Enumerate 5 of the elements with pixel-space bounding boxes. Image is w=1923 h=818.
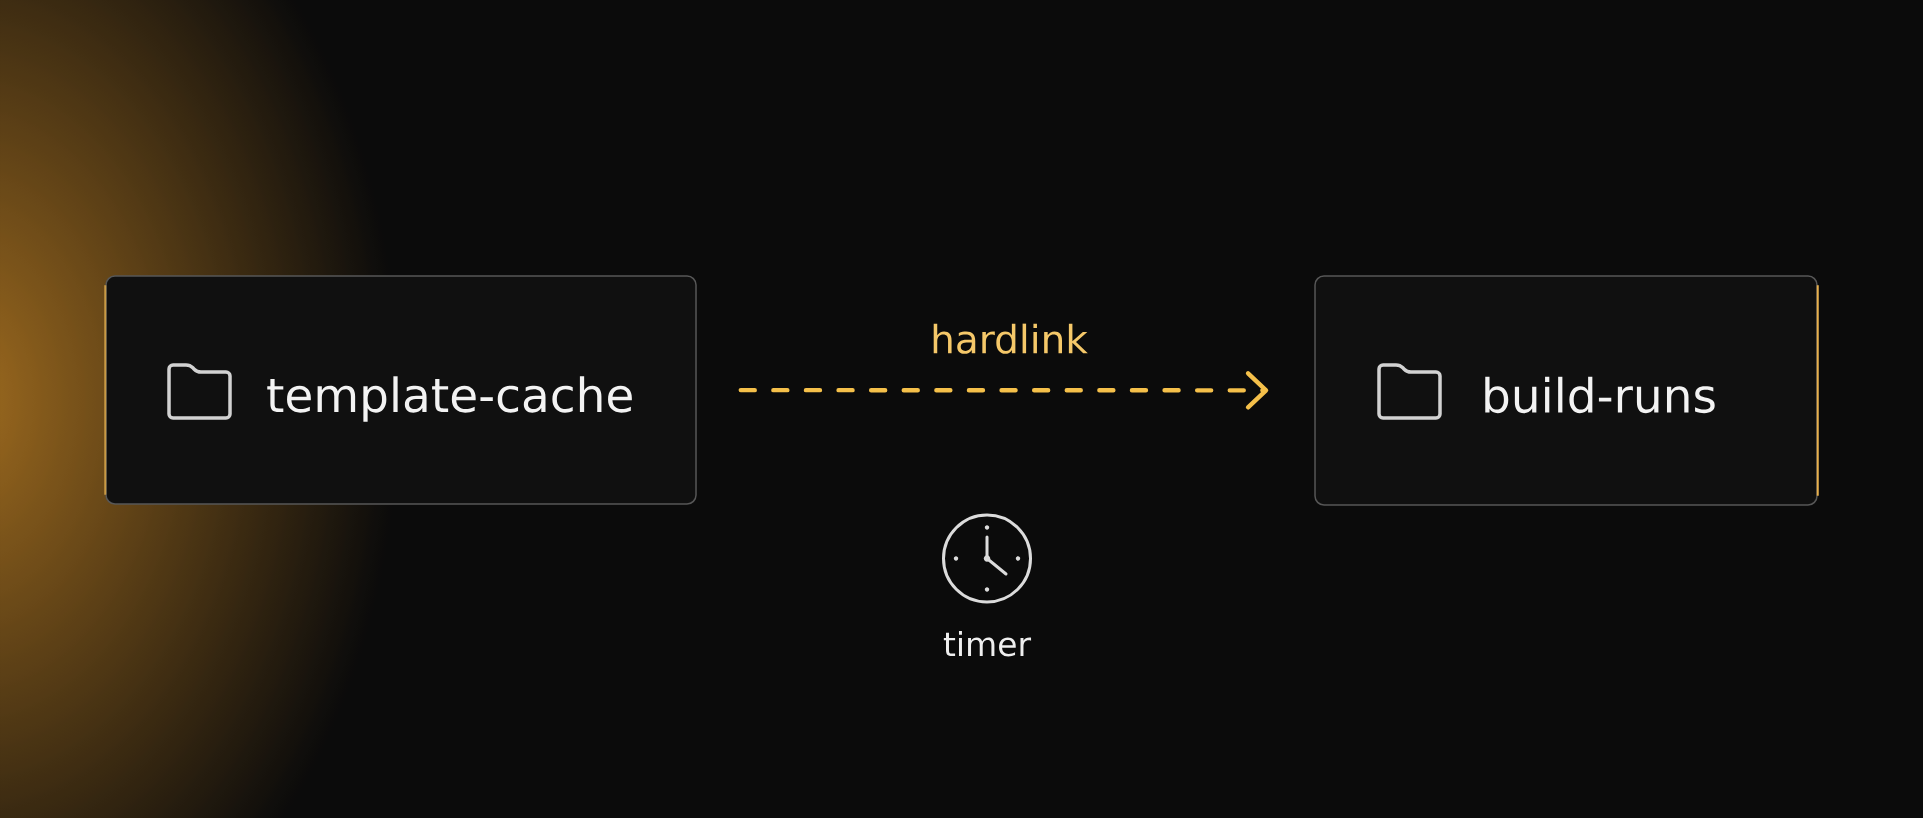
edge-label: hardlink [933, 323, 1088, 354]
dashed-arrow [738, 371, 1269, 410]
icon-caption: timer [943, 630, 1032, 657]
folder-box: template-cache [104, 275, 697, 505]
folder-box: build-runs [1314, 275, 1819, 506]
